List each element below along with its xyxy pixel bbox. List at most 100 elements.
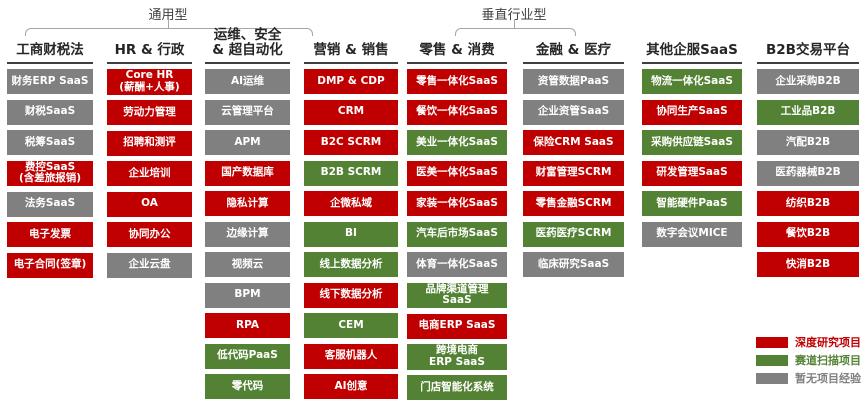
category-box: 医药器械B2B [757, 160, 859, 186]
category-box: BPM [205, 282, 290, 308]
category-box: 餐饮B2B [757, 221, 859, 247]
column-retail-consumer: 零售 & 消费 零售一体化SaaS 餐饮一体化SaaS 美业一体化SaaS 医美一体化… [407, 26, 507, 400]
category-box: 税筹SaaS [7, 130, 93, 155]
category-box: 保险CRM SaaS [523, 130, 624, 155]
column-boxes: 企业采购B2B 工业品B2B 汽配B2B 医药器械B2B 纺织B2B 餐饮B2B 快消B2B [757, 69, 859, 277]
category-box: 低代码PaaS [205, 343, 290, 369]
category-box: 临床研究SaaS [523, 252, 624, 277]
category-box: 医美一体化SaaS [407, 160, 507, 186]
column-header: HR & 行政 [107, 26, 192, 64]
category-box: 协同办公 [107, 222, 192, 247]
category-box: 零售一体化SaaS [407, 69, 507, 94]
category-box: AI创意 [304, 374, 398, 399]
category-box: Core HR (薪酬+人事) [107, 69, 192, 95]
category-box: CEM [304, 313, 398, 338]
category-box: 线下数据分析 [304, 282, 398, 308]
column-header: 工商财税法 [7, 26, 93, 64]
category-box: 零售金融SCRM [523, 191, 624, 216]
category-box: 边缘计算 [205, 221, 290, 247]
category-box: 零代码 [205, 374, 290, 399]
category-box: 工业品B2B [757, 99, 859, 125]
category-box: 餐饮一体化SaaS [407, 99, 507, 125]
category-box: 协同生产SaaS [642, 99, 742, 125]
column-header: 其他企服SaaS [642, 26, 742, 64]
category-box: 资管数据PaaS [523, 69, 624, 94]
legend-label: 深度研究项目 [795, 336, 861, 349]
category-box: AI运维 [205, 69, 290, 94]
column-boxes: 物流一体化SaaS 协同生产SaaS 采购供应链SaaS 研发管理SaaS 智能硬件Pa… [642, 69, 742, 247]
category-box: 体育一体化SaaS [407, 252, 507, 277]
category-box: 财富管理SCRM [523, 160, 624, 186]
group-label-general: 通用型 [148, 8, 188, 23]
column-header: 营销 & 销售 [304, 26, 398, 64]
category-box: 物流一体化SaaS [642, 69, 742, 94]
legend-label: 赛道扫描项目 [795, 354, 861, 367]
category-box: 智能硬件PaaS [642, 191, 742, 216]
category-box: 家装一体化SaaS [407, 191, 507, 216]
category-box: 电子合同(签章) [7, 252, 93, 278]
category-box: 跨境电商 ERP SaaS [407, 344, 507, 370]
category-box: 美业一体化SaaS [407, 130, 507, 155]
category-box: 企业云盘 [107, 252, 192, 278]
category-box: 财税SaaS [7, 99, 93, 125]
column-boxes: 资管数据PaaS 企业资管SaaS 保险CRM SaaS 财富管理SCRM 零售金融SC… [523, 69, 624, 277]
category-box: 企业资管SaaS [523, 99, 624, 125]
category-box: 电商ERP SaaS [407, 313, 507, 339]
category-box: 纺织B2B [757, 191, 859, 216]
category-box: 门店智能化系统 [407, 375, 507, 400]
category-box: 快消B2B [757, 252, 859, 277]
category-box: B2C SCRM [304, 130, 398, 155]
category-box: 线上数据分析 [304, 252, 398, 277]
category-box: APM [205, 130, 290, 155]
category-box: 品牌渠道管理 SaaS [407, 282, 507, 308]
category-box: B2B SCRM [304, 160, 398, 186]
category-box: RPA [205, 313, 290, 338]
category-box: 客服机器人 [304, 343, 398, 369]
category-box: DMP & CDP [304, 69, 398, 94]
category-box: CRM [304, 99, 398, 125]
legend-swatch-gray [756, 372, 788, 384]
bracket-stem-general [168, 20, 169, 28]
column-header: 零售 & 消费 [407, 26, 507, 64]
legend-swatch-red [756, 336, 788, 348]
category-box: 招聘和测评 [107, 130, 192, 156]
category-box: 研发管理SaaS [642, 160, 742, 186]
column-finance-healthcare: 金融 & 医疗 资管数据PaaS 企业资管SaaS 保险CRM SaaS 财富管理SC… [523, 26, 624, 277]
category-box: 汽配B2B [757, 130, 859, 155]
column-other-enterprise-saas: 其他企服SaaS 物流一体化SaaS 协同生产SaaS 采购供应链SaaS 研发管理S… [642, 26, 742, 247]
legend-row-track-scan: 赛道扫描项目 [756, 354, 861, 367]
category-box: 财务ERP SaaS [7, 69, 93, 94]
legend-row-deep-research: 深度研究项目 [756, 336, 861, 349]
category-box: 国产数据库 [205, 160, 290, 186]
category-box: 采购供应链SaaS [642, 130, 742, 155]
column-header: 运维、安全 & 超自动化 [205, 26, 290, 64]
column-header: B2B交易平台 [757, 26, 859, 64]
category-box: 法务SaaS [7, 191, 93, 217]
bracket-stem-vertical [514, 20, 515, 28]
column-business-tax-legal: 工商财税法 财务ERP SaaS 财税SaaS 税筹SaaS 费控SaaS (含差旅报… [7, 26, 93, 278]
category-box: 费控SaaS (含差旅报销) [7, 160, 93, 186]
column-boxes: 财务ERP SaaS 财税SaaS 税筹SaaS 费控SaaS (含差旅报销) 法务Sa… [7, 69, 93, 278]
category-box: BI [304, 221, 398, 247]
legend-row-no-experience: 暂无项目经验 [756, 372, 861, 385]
category-box: 企业采购B2B [757, 69, 859, 94]
category-box: 云管理平台 [205, 99, 290, 125]
category-box: 医药医疗SCRM [523, 221, 624, 247]
category-box: OA [107, 191, 192, 217]
legend: 深度研究项目 赛道扫描项目 暂无项目经验 [756, 336, 861, 390]
column-b2b-trading-platform: B2B交易平台 企业采购B2B 工业品B2B 汽配B2B 医药器械B2B 纺织B2B 餐饮… [757, 26, 859, 277]
column-boxes: 零售一体化SaaS 餐饮一体化SaaS 美业一体化SaaS 医美一体化SaaS 家装一体… [407, 69, 507, 400]
bracket-general [25, 28, 313, 36]
bracket-vertical [455, 28, 576, 36]
group-label-vertical: 垂直行业型 [481, 8, 547, 23]
category-box: 劳动力管理 [107, 100, 192, 125]
column-header: 金融 & 医疗 [523, 26, 624, 64]
legend-swatch-green [756, 354, 788, 366]
category-box: 隐私计算 [205, 191, 290, 216]
